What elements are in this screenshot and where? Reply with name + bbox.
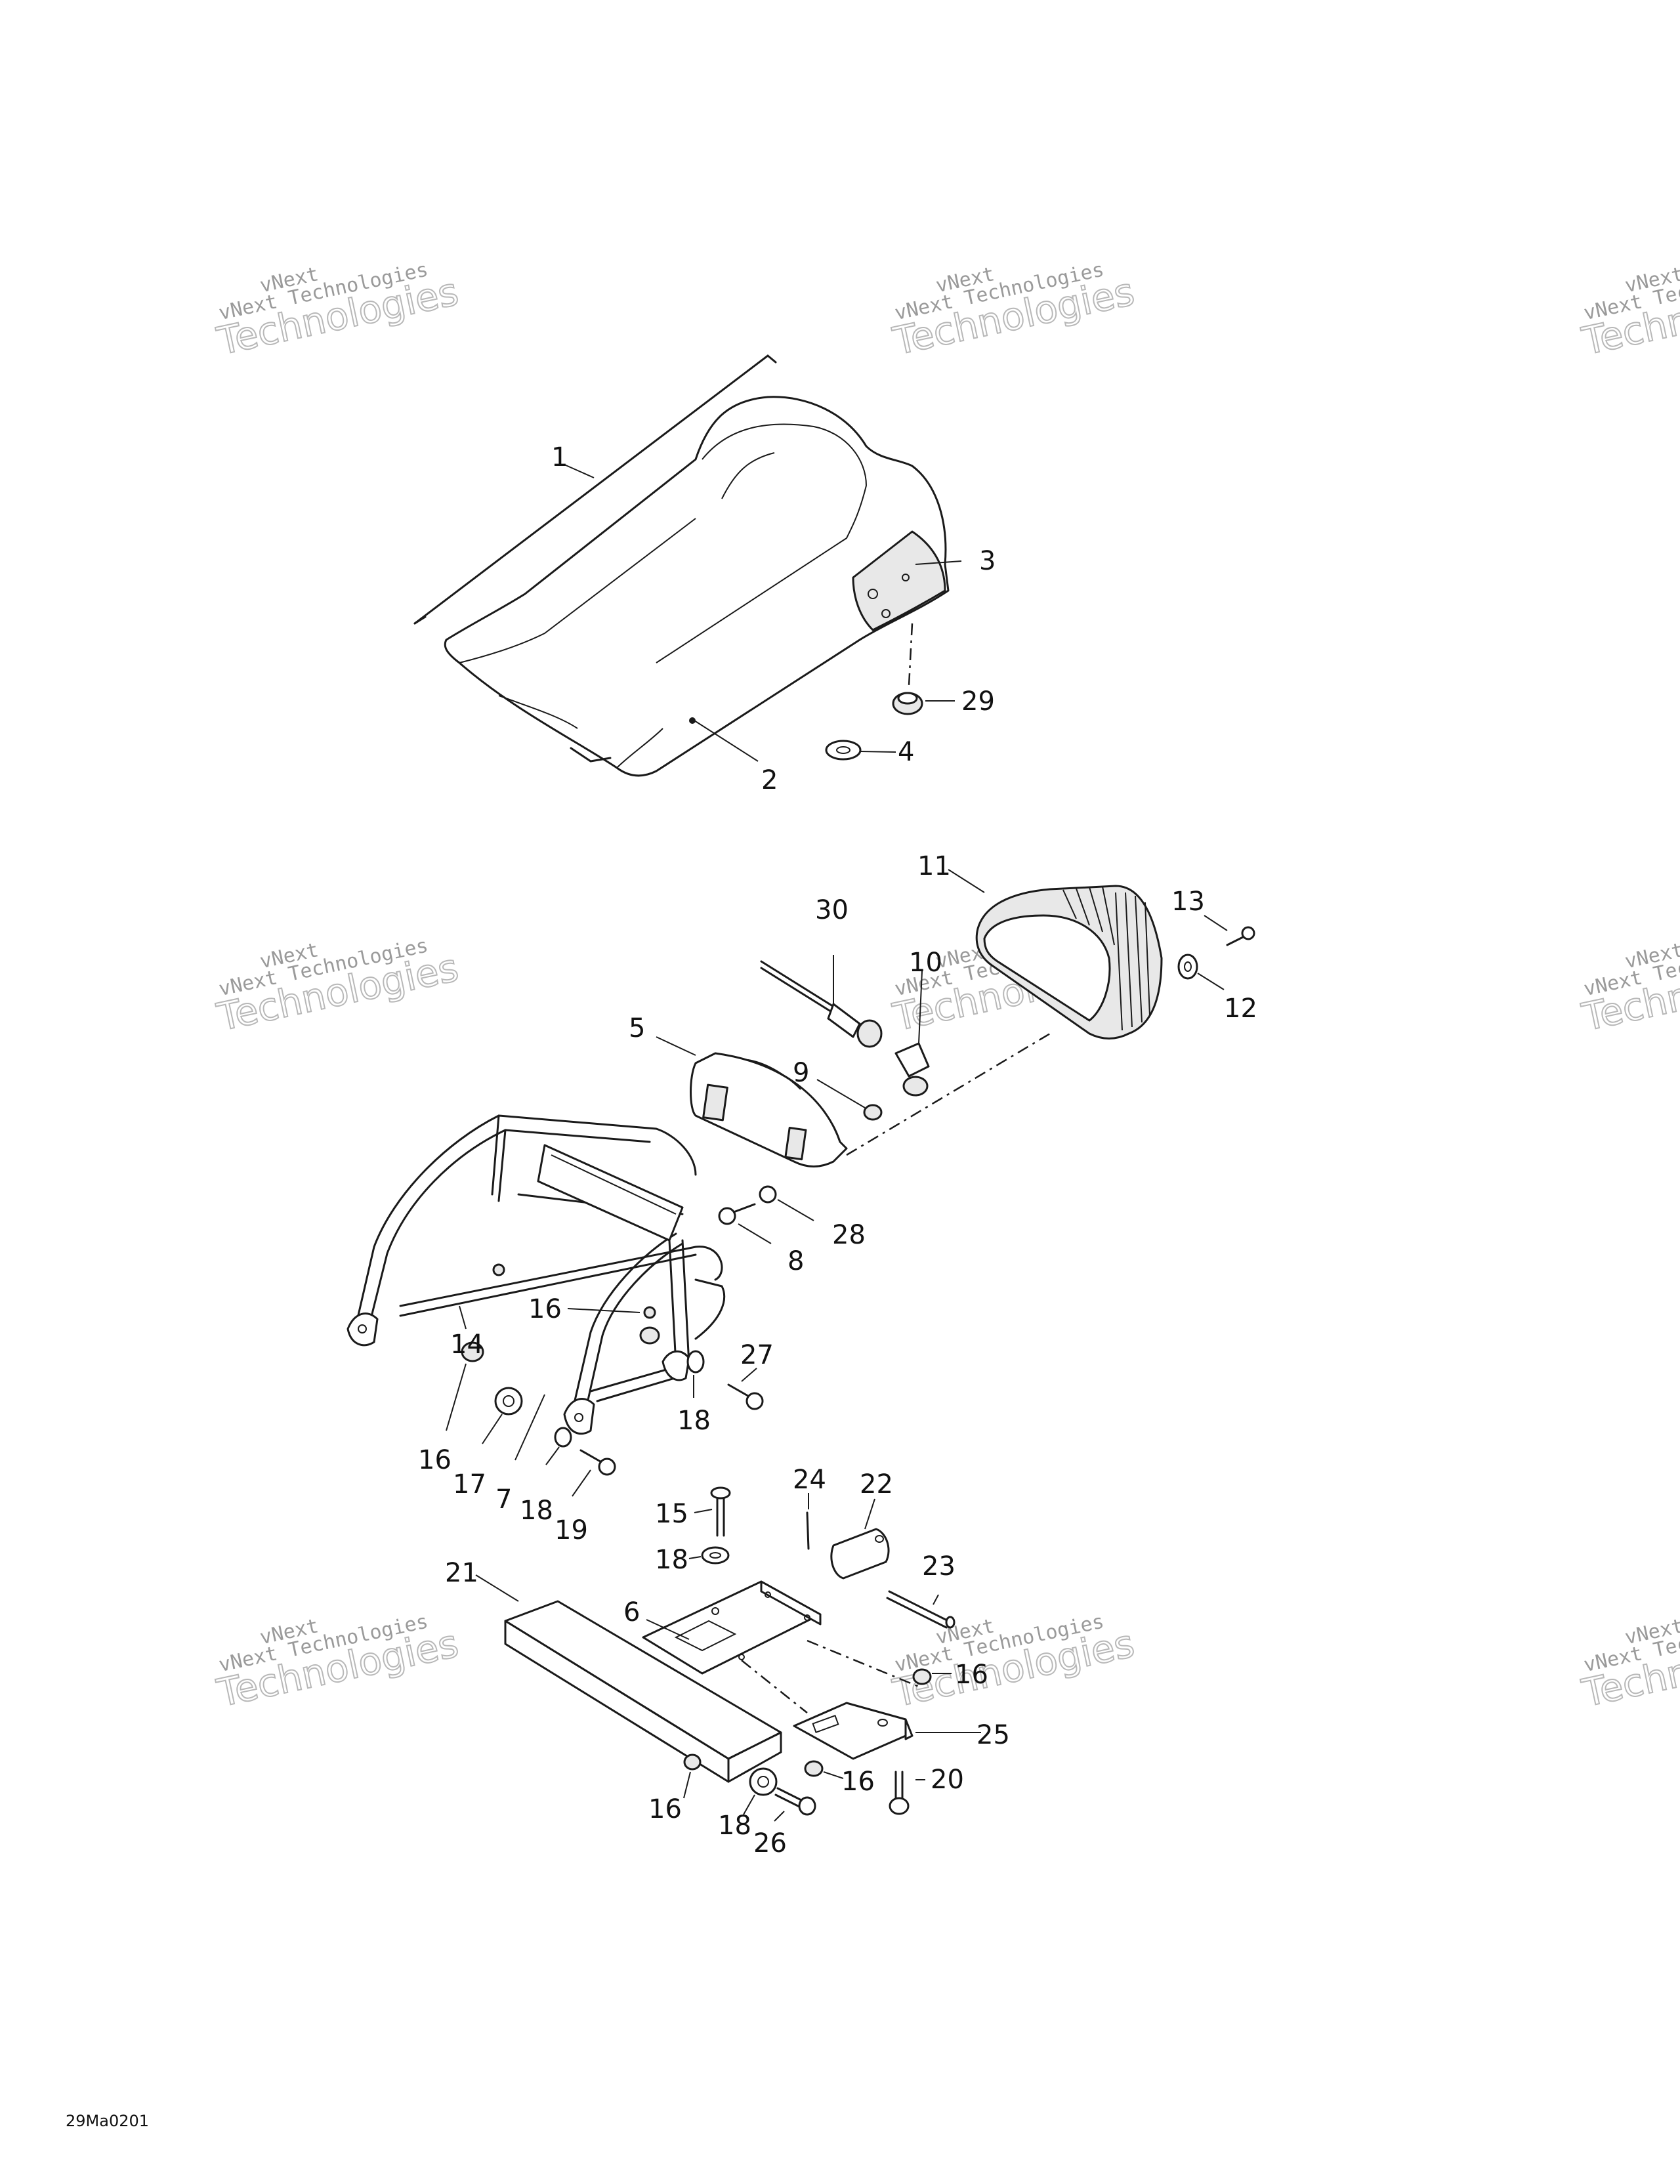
callout-11: 11 (917, 851, 951, 881)
callout-13: 13 (1171, 887, 1205, 917)
callout-29: 29 (961, 686, 995, 717)
callout-16: 16 (955, 1660, 988, 1690)
bracket-part (793, 1702, 914, 1760)
pin-part (886, 1590, 956, 1629)
callout-6: 6 (623, 1597, 640, 1628)
figure-code: 29Ma0201 (66, 2112, 149, 2130)
callout-18: 18 (655, 1545, 688, 1575)
callout-9: 9 (793, 1058, 809, 1088)
bolt-part (889, 1771, 910, 1815)
nut-part (461, 1341, 484, 1362)
callout-23: 23 (922, 1551, 956, 1582)
callout-18: 18 (520, 1496, 553, 1526)
taillight-housing-part (975, 885, 1163, 1040)
watermark: vNext vNext Technologies Technologies (1578, 1610, 1680, 1716)
washer-part (1177, 954, 1198, 980)
mounting-plate-part (642, 1580, 822, 1675)
bolt-part (718, 1203, 756, 1225)
washer-part (749, 1767, 778, 1796)
callout-1: 1 (551, 442, 568, 472)
washer-part (825, 740, 862, 761)
washer-part (554, 1427, 572, 1448)
callout-15: 15 (655, 1499, 688, 1529)
callout-21: 21 (445, 1558, 478, 1588)
callout-18: 18 (718, 1811, 751, 1841)
callout-10: 10 (909, 948, 942, 978)
callout-4: 4 (898, 737, 914, 767)
nut-part (912, 1668, 932, 1685)
callout-28: 28 (832, 1220, 866, 1250)
callout-labels: 1 2 3 29 4 30 11 13 12 10 5 9 28 8 14 16… (418, 442, 1257, 1858)
callout-12: 12 (1224, 994, 1257, 1024)
spacer-part (494, 1387, 523, 1416)
callout-8: 8 (788, 1246, 804, 1276)
callout-26: 26 (753, 1828, 787, 1858)
watermark: vNext vNext Technologies Technologies (1578, 934, 1680, 1040)
callout-16: 16 (648, 1794, 682, 1824)
nut-part (892, 692, 923, 715)
rear-rack-frame-part (346, 1114, 726, 1435)
watermark: vNext vNext Technologies Technologies (213, 1610, 463, 1716)
callout-5: 5 (629, 1013, 645, 1043)
pin-part (806, 1511, 810, 1550)
callout-18: 18 (677, 1406, 711, 1436)
callout-30: 30 (815, 895, 849, 925)
callout-27: 27 (740, 1340, 774, 1370)
callout-25: 25 (976, 1720, 1010, 1750)
bolt-part (710, 1486, 731, 1537)
callout-19: 19 (555, 1515, 588, 1545)
washer-part (686, 1350, 705, 1374)
watermark: vNext vNext Technologies Technologies (889, 258, 1139, 364)
callout-22: 22 (860, 1469, 893, 1500)
callout-16: 16 (841, 1767, 875, 1797)
callout-20: 20 (931, 1765, 964, 1795)
bulb-socket-part (760, 960, 883, 1048)
callout-3: 3 (979, 546, 996, 576)
light-bracket-part (690, 1052, 848, 1167)
clevis-part (830, 1528, 890, 1580)
screw-part (1226, 926, 1255, 946)
washer-part (701, 1546, 730, 1564)
flap-support-part (504, 1600, 782, 1783)
callout-17: 17 (453, 1469, 486, 1500)
seat-part (413, 354, 950, 777)
leader-lines (446, 464, 1228, 1822)
callout-7: 7 (495, 1484, 512, 1515)
callout-2: 2 (761, 765, 778, 795)
bulb-part (894, 1042, 930, 1097)
nut-part (863, 1104, 883, 1121)
bolt-part (579, 1449, 616, 1476)
bolt-part (727, 1383, 764, 1410)
nut-part (804, 1760, 824, 1777)
nut-part (683, 1754, 702, 1771)
callout-16: 16 (418, 1445, 452, 1475)
bolt-part (774, 1787, 816, 1816)
callout-24: 24 (793, 1465, 826, 1495)
washer-part (759, 1185, 777, 1204)
watermark: vNext vNext Technologies Technologies (1578, 258, 1680, 364)
callout-14: 14 (450, 1330, 484, 1360)
watermark: vNext vNext Technologies Technologies (213, 934, 463, 1040)
watermark: vNext vNext Technologies Technologies (213, 258, 463, 364)
callout-16: 16 (528, 1294, 562, 1324)
